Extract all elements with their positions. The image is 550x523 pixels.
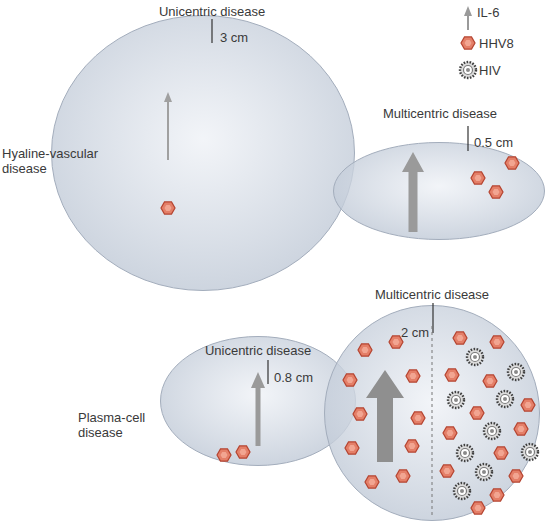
legend-entry: HHV8: [479, 36, 514, 51]
disc-outline: [324, 305, 540, 521]
radius-value: 0.5 cm: [474, 135, 513, 150]
radius-value: 2 cm: [401, 325, 429, 340]
hiv-sample: [460, 62, 476, 78]
disc-outline: [333, 142, 545, 240]
multicentric-disc: Multicentric disease2 cm: [324, 305, 540, 521]
radius-value: 3 cm: [220, 30, 248, 45]
disease-heading: Unicentric disease: [159, 4, 265, 19]
disease-heading: Unicentric disease: [205, 343, 311, 358]
disc-fill: [325, 306, 540, 521]
disease-heading: Multicentric disease: [383, 106, 497, 121]
legend-entry: HIV: [479, 63, 501, 78]
subtype-label: Plasma-cell disease: [78, 410, 158, 440]
disc-fill: [334, 143, 545, 240]
disease-heading: Multicentric disease: [375, 287, 489, 302]
subtype-label: Hyaline-vascular disease: [2, 146, 102, 176]
multicentric-disc: Multicentric disease0.5 cm: [333, 142, 545, 240]
legend-entry: IL-6: [477, 5, 499, 20]
radius-value: 0.8 cm: [274, 370, 313, 385]
il6-arrow-sample: [464, 6, 472, 30]
hhv8-sample: [461, 37, 475, 49]
